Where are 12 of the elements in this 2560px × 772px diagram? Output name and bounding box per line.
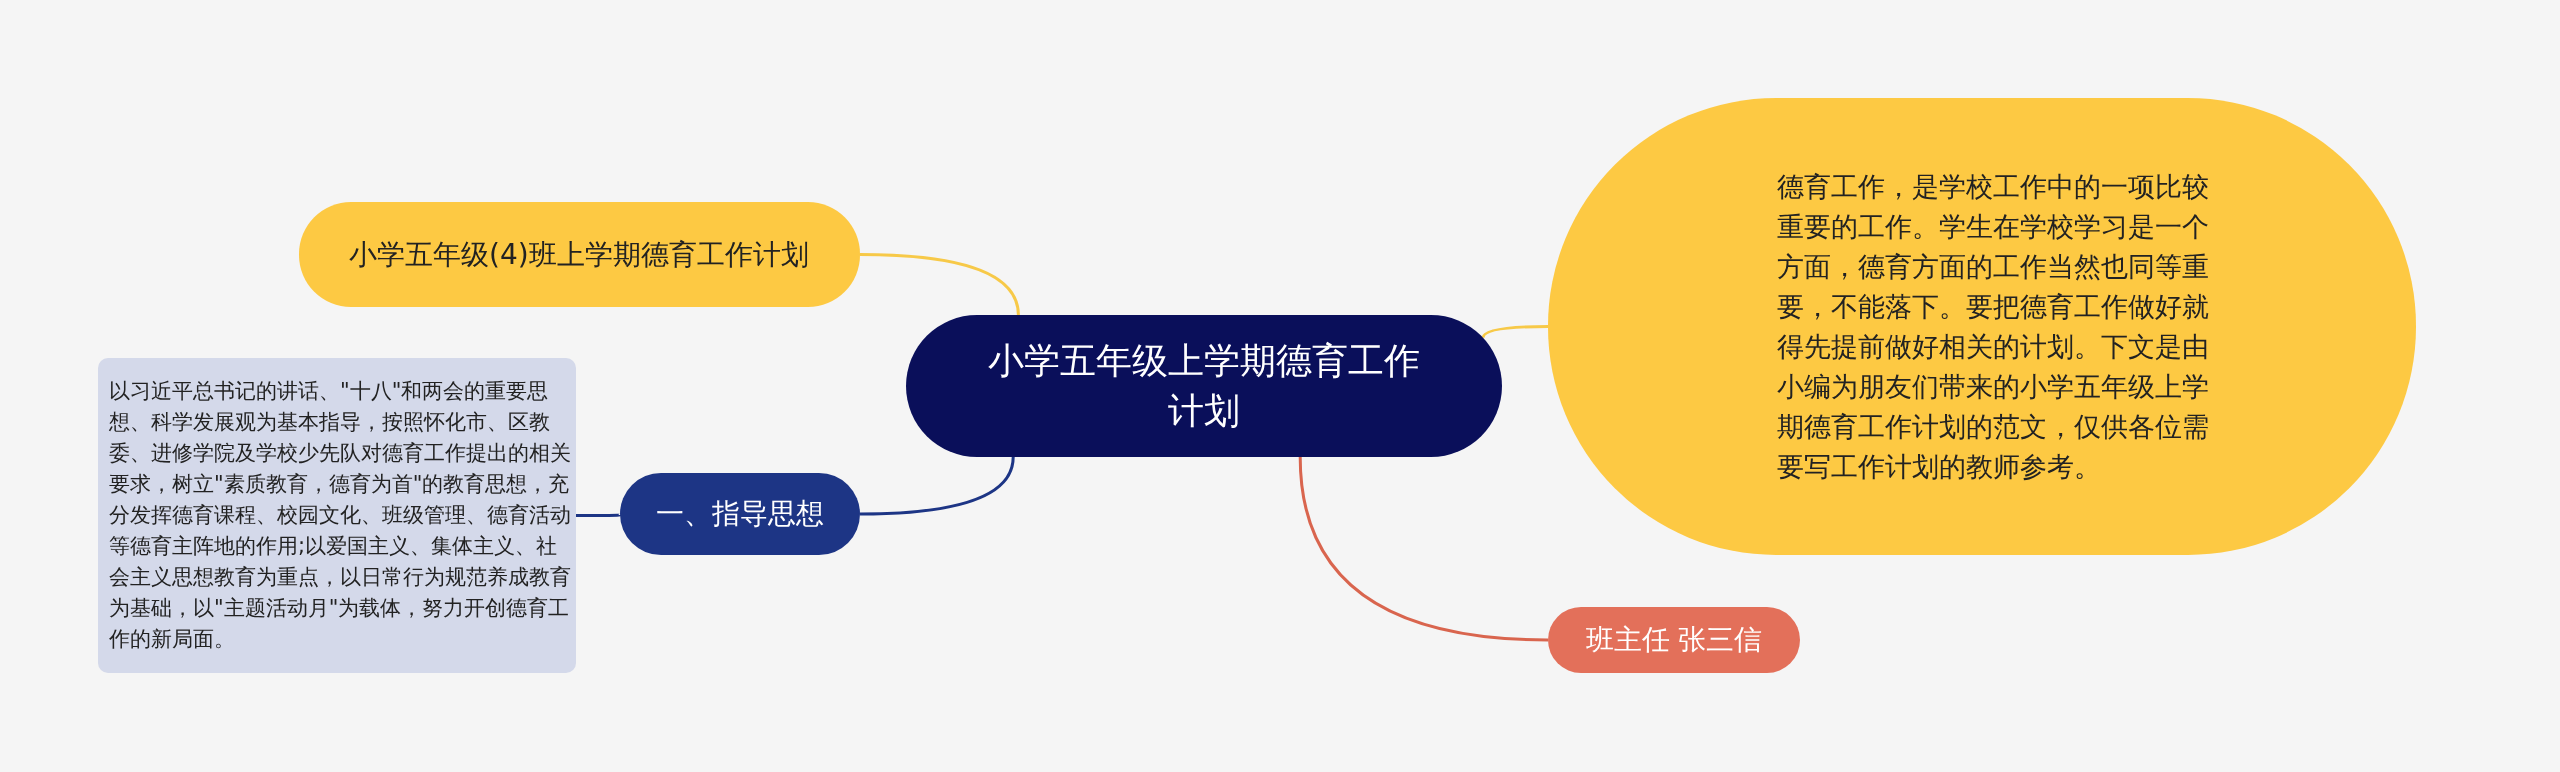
node-text: 小学五年级上学期德育工作计划 (987, 339, 1421, 433)
node-text: 德育工作，是学校工作中的一项比较重要的工作。学生在学校学习是一个方面，德育方面的工作当然也同等重要，不能落下。要把德育工作做好就得先提前做好相关的计划。下文是由小编为朋友们带来的小学五年级上学期德育工作计划的范文，仅供各位需要写工作计划的教师参考。 (1777, 169, 2210, 484)
connector-line (1481, 325, 1549, 339)
connector-line (576, 513, 621, 517)
note-card (98, 358, 576, 673)
node-text: 一、指导思想 (655, 496, 825, 532)
connector-line (1298, 456, 1549, 642)
node-text: 以习近平总书记的讲话、"十八"和两会的重要思想、科学发展观为基本指导，按照怀化市、区教委、进修学院及学校少先队对德育工作提出的相关要求，树立"素质教育，德育为首"的教育思想，充分发挥德育课程、校园文化、班级管理、德育活动等德育主阵地的作用;以爱国主义、集体主义、社会主义思想教育为重点，以日常行为规范养成教育为基础，以"主题活动月"为载体，努力开创德育工作的新局面。 (109, 378, 572, 653)
connector-line (859, 253, 1020, 316)
node-text: 班主任 张三信 (1584, 622, 1764, 658)
connector-line (859, 456, 1015, 516)
node-text: 小学五年级(4)班上学期德育工作计划 (349, 236, 810, 273)
